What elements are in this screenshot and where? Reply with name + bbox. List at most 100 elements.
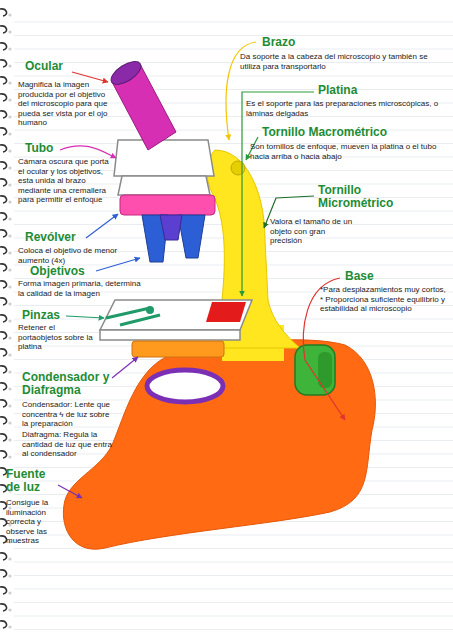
ruled-line <box>14 575 453 576</box>
microscope-head <box>114 140 214 176</box>
spiral-hole <box>8 574 11 577</box>
spiral-ring <box>0 417 7 424</box>
spiral-hole <box>8 285 11 288</box>
notebook-paper <box>0 9 453 630</box>
spiral-hole <box>8 353 11 356</box>
spiral-hole <box>8 98 11 101</box>
spiral-ring <box>0 298 7 305</box>
ruled-line <box>14 602 453 603</box>
part-description: Forma imagen primaria, determina la cali… <box>18 279 146 298</box>
part-description: Valora el tamaño de un objeto con gran p… <box>270 217 356 246</box>
spiral-ring <box>0 570 7 577</box>
leader-line <box>96 258 140 271</box>
part-description: Coloca el objetivo de menor aumento (4x) <box>18 246 136 265</box>
leader-line <box>58 485 82 498</box>
part-heading: Objetivos <box>30 265 110 278</box>
stage-clip <box>120 315 160 325</box>
stage-edge <box>100 330 240 340</box>
ruled-line <box>14 616 453 617</box>
spiral-hole <box>8 319 11 322</box>
spiral-ring <box>0 604 7 611</box>
ruled-line <box>14 589 453 590</box>
spiral-ring <box>0 213 7 220</box>
leader-line <box>86 214 118 238</box>
spiral-hole <box>8 404 11 407</box>
part-heading: Tornillo Micrométrico <box>318 184 438 210</box>
spiral-ring <box>0 553 7 560</box>
spiral-hole <box>8 421 11 424</box>
spiral-hole <box>8 234 11 237</box>
spiral-ring <box>0 332 7 339</box>
spiral-hole <box>8 217 11 220</box>
spiral-ring <box>0 281 7 288</box>
spiral-ring <box>0 468 7 475</box>
part-heading: Revólver <box>25 231 95 244</box>
ruled-line <box>14 22 453 23</box>
spiral-hole <box>8 200 11 203</box>
spiral-ring <box>0 9 7 16</box>
spiral-hole <box>8 115 11 118</box>
leader-line <box>112 357 138 378</box>
part-heading: Tornillo Macrométrico <box>262 126 432 139</box>
spiral-hole <box>8 438 11 441</box>
stage <box>100 300 252 330</box>
spiral-ring <box>0 451 7 458</box>
spiral-ring <box>0 400 7 407</box>
spiral-ring <box>0 230 7 237</box>
spiral-ring <box>0 587 7 594</box>
spiral-ring <box>0 43 7 50</box>
spiral-ring <box>0 111 7 118</box>
part-heading: Tubo <box>25 142 85 155</box>
spiral-ring <box>0 162 7 169</box>
spiral-hole <box>8 387 11 390</box>
spiral-hole <box>8 132 11 135</box>
spiral-ring <box>0 128 7 135</box>
part-heading: Platina <box>318 84 428 97</box>
condenser <box>132 341 224 357</box>
spiral-ring <box>0 502 7 509</box>
fine-knob <box>295 345 335 395</box>
part-description: Da soporte a la cabeza del microscopio y… <box>240 52 448 71</box>
ruled-line <box>14 548 453 549</box>
spiral-hole <box>8 13 11 16</box>
spiral-hole <box>8 183 11 186</box>
spiral-hole <box>8 591 11 594</box>
stage-clip <box>106 308 150 318</box>
spiral-ring <box>0 383 7 390</box>
spiral-ring <box>0 247 7 254</box>
part-description: Diafragma: Regula la cantidad de luz que… <box>22 430 114 459</box>
part-description: *Para desplazamientos muy cortos, * Prop… <box>320 285 448 314</box>
coarse-knob <box>231 161 245 175</box>
spiral-ring <box>0 196 7 203</box>
spiral-ring <box>0 264 7 271</box>
ruled-line <box>14 562 453 563</box>
spiral-hole <box>8 64 11 67</box>
light-ring <box>147 370 223 402</box>
spiral-hole <box>8 268 11 271</box>
spiral-hole <box>8 47 11 50</box>
part-description: Retener el portaobjetos sobre la platina <box>18 323 96 352</box>
part-heading: Brazo <box>262 36 382 49</box>
leader-line <box>60 146 116 158</box>
spiral-hole <box>8 166 11 169</box>
part-heading: Ocular <box>25 60 95 73</box>
spiral-ring <box>0 621 7 628</box>
leader-line <box>66 316 104 318</box>
spiral-ring <box>0 77 7 84</box>
spiral-ring <box>0 145 7 152</box>
ocular-lens <box>107 57 144 89</box>
part-description: Es el soporte para las preparaciones mic… <box>246 99 448 118</box>
spiral-ring <box>0 536 7 543</box>
part-description: Magnifica la imagen producida por el obj… <box>18 80 110 128</box>
spiral-hole <box>8 149 11 152</box>
spiral-ring <box>0 60 7 67</box>
part-heading: Base <box>345 270 405 283</box>
spiral-ring <box>0 315 7 322</box>
spiral-hole <box>8 30 11 33</box>
ruled-line <box>14 49 453 50</box>
part-description: Cámara oscura que porta el ocular y los … <box>18 157 110 205</box>
leader-line <box>242 92 314 296</box>
part-description: Consigue la iluminación correcta y obser… <box>6 498 60 546</box>
spiral-ring <box>0 26 7 33</box>
ruled-line <box>14 130 453 131</box>
